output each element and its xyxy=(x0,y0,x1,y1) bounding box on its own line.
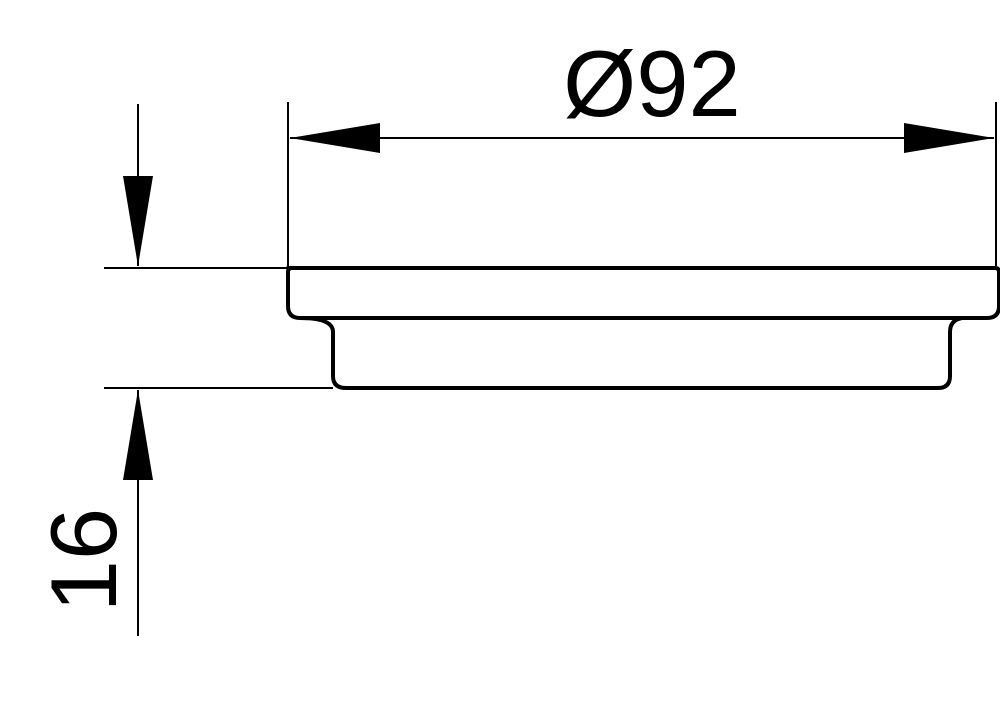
height-label: 16 xyxy=(31,508,136,613)
part-spigot-outline xyxy=(299,316,963,390)
height-arrow-bottom xyxy=(123,390,153,480)
diameter-arrow-left xyxy=(290,123,380,153)
diameter-arrow-right xyxy=(904,123,994,153)
part-flange-outline xyxy=(286,266,1000,320)
height-arrow-top xyxy=(123,176,153,266)
diameter-label: Ø92 xyxy=(563,31,741,136)
